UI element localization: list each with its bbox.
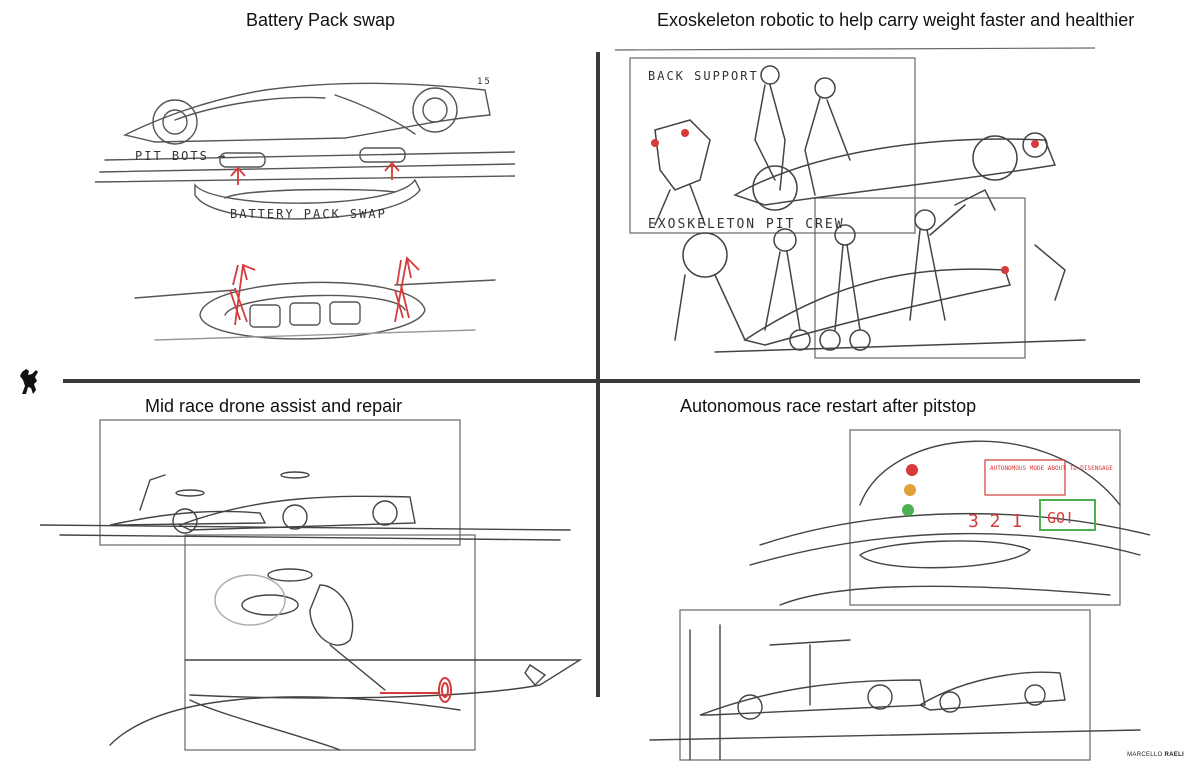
panel-title-exoskeleton: Exoskeleton robotic to help carry weight… <box>657 10 1135 30</box>
horizontal-divider <box>63 379 1140 383</box>
battery-swap-sketch: PIT BOTS → BATTERY PACK SWAP 15 <box>95 77 515 341</box>
countdown-label: 3 2 1 <box>968 511 1022 532</box>
autonomous-restart-sketch: AUTONOMOUS MODE ABOUT TO DISENGAGE 3 2 1… <box>649 429 1150 761</box>
back-support-label: BACK SUPPORT <box>648 69 759 83</box>
go-label: GO! <box>1047 509 1074 527</box>
panel-title-drone-assist: Mid race drone assist and repair <box>145 396 403 416</box>
autonomous-mode-label: AUTONOMOUS MODE ABOUT TO DISENGAGE <box>990 465 1113 472</box>
prancing-horse-icon <box>20 369 38 394</box>
signature-first: MARCELLO <box>1127 752 1163 758</box>
drone-assist-sketch <box>40 419 583 751</box>
artist-signature: MARCELLO RAELI <box>1127 752 1184 758</box>
exoskeleton-sketch: BACK SUPPORT EXOSKELETON PIT CREW <box>615 47 1096 359</box>
vertical-divider <box>596 52 600 697</box>
pit-bots-label: PIT BOTS → <box>135 149 227 163</box>
panel-title-autonomous-restart: Autonomous race restart after pitstop <box>680 396 977 416</box>
exoskeleton-pit-crew-label: EXOSKELETON PIT CREW <box>648 217 845 232</box>
car-number-label: 15 <box>477 77 492 87</box>
panel-title-battery-swap: Battery Pack swap <box>246 10 396 30</box>
battery-pack-swap-label: BATTERY PACK SWAP <box>230 207 387 221</box>
signature-last: RAELI <box>1164 752 1184 758</box>
